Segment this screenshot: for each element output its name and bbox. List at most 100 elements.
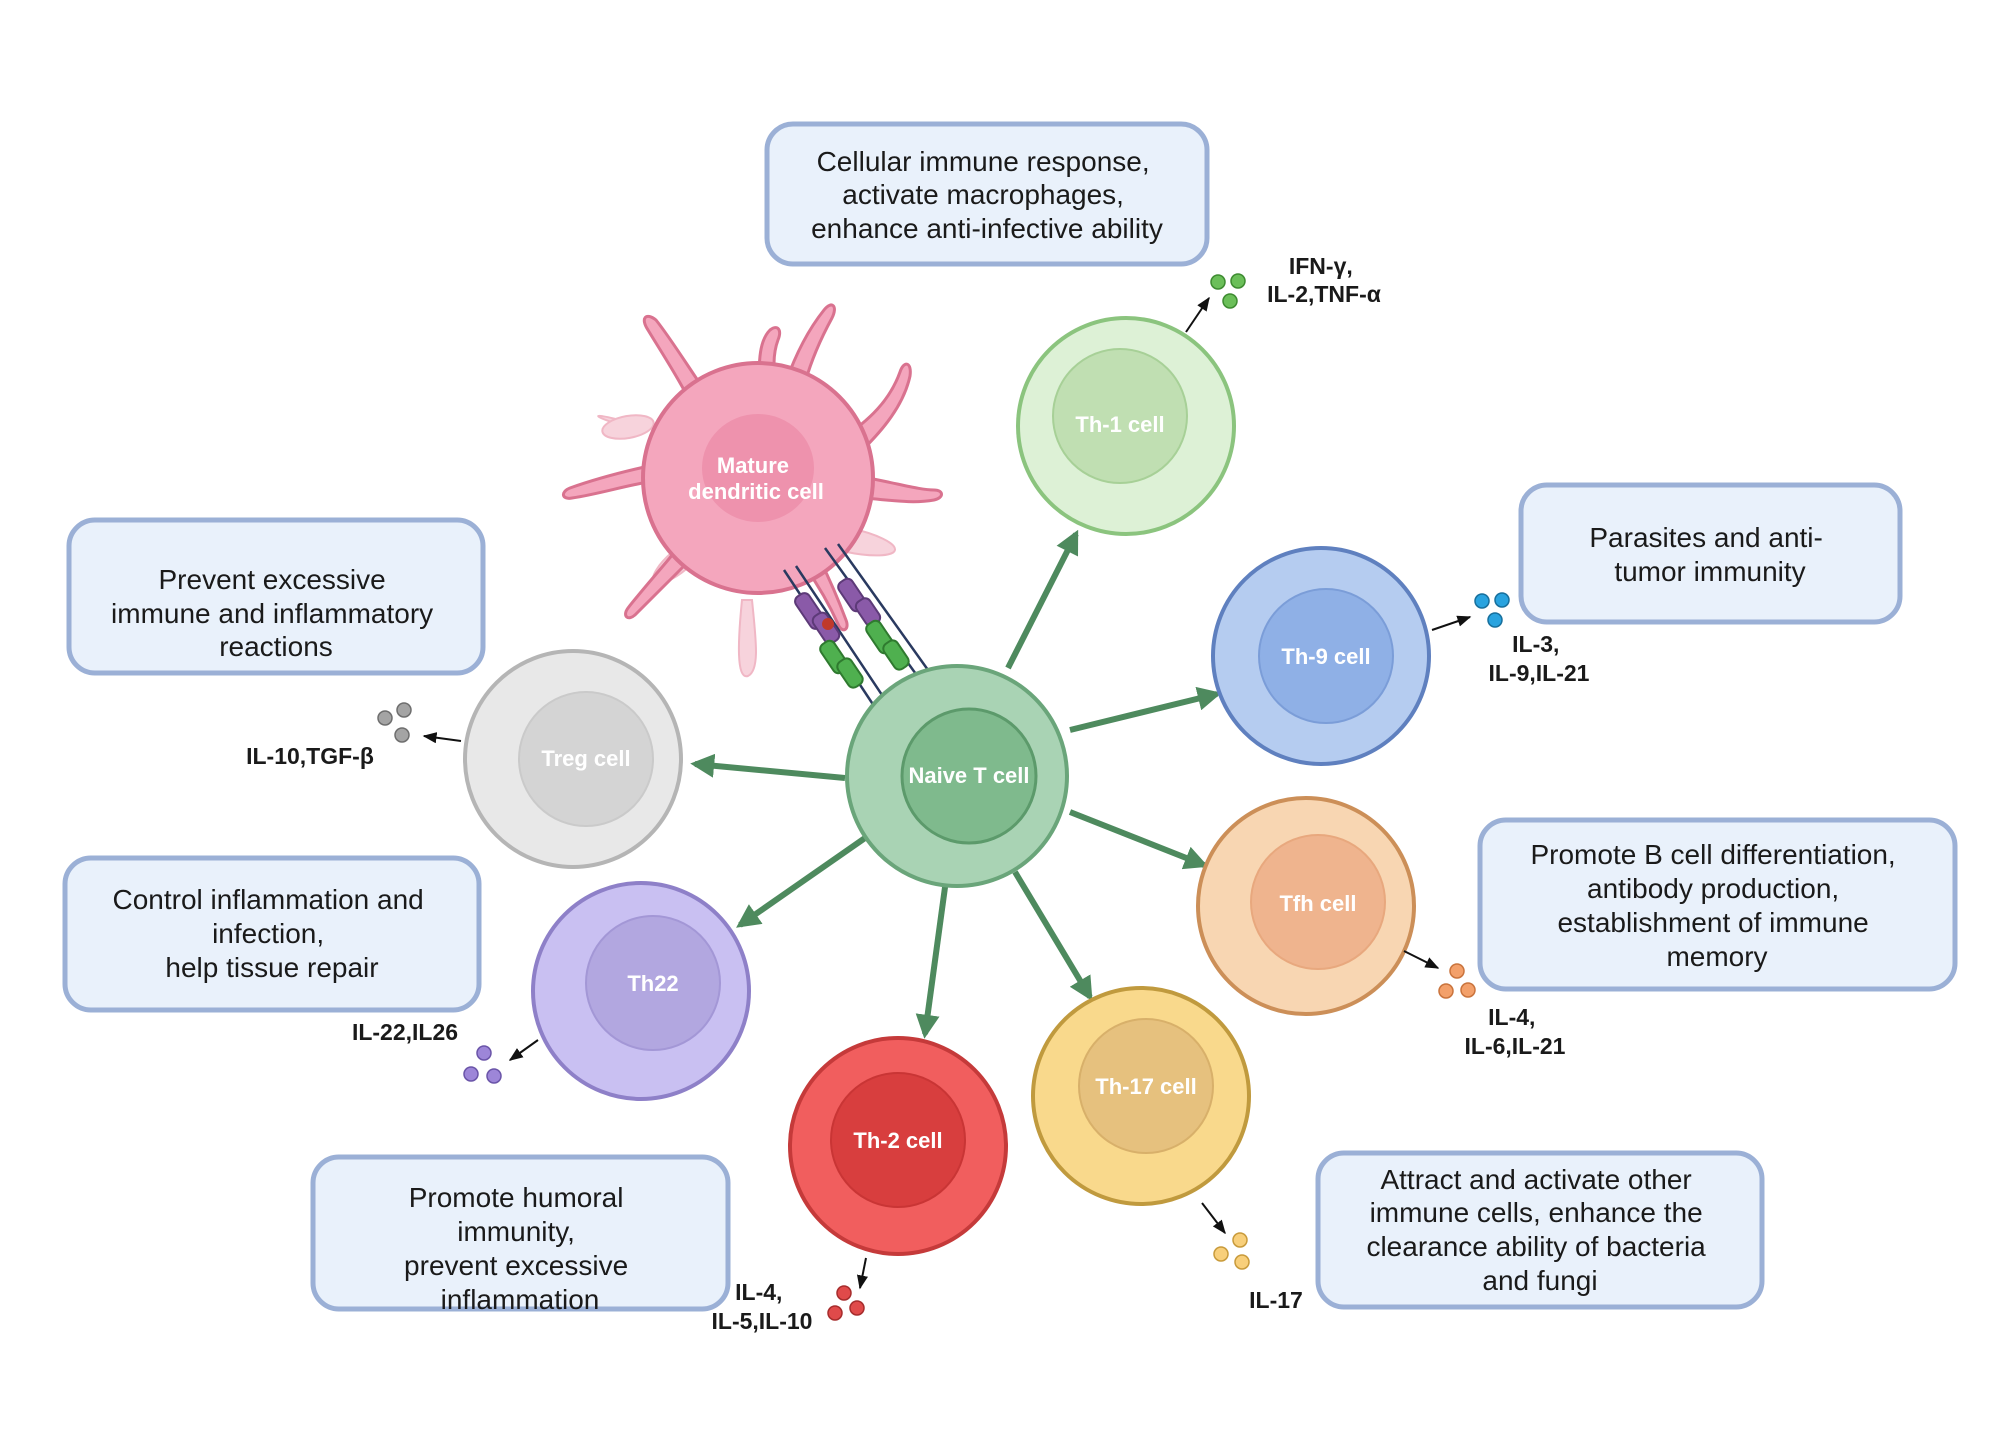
box-th9-line: Parasites and anti- [1589, 522, 1822, 553]
cytokine-dot [377, 710, 393, 726]
svg-text:Attract and activate other: Attract and activate other immune cells,… [1366, 1164, 1713, 1296]
svg-text:Mature dendritic cell: Mature dendritic cell [688, 453, 824, 504]
th2-cell: Th-2 cell [788, 1036, 1008, 1256]
box-treg: Prevent excessive immune and inflammator… [66, 517, 486, 676]
cytokine-dot [827, 1305, 843, 1321]
box-tfh-line: establishment of immune [1557, 907, 1868, 938]
box-th1-line: Cellular immune response, [817, 146, 1150, 177]
tcr-mhc-receptor-complex [782, 543, 940, 716]
arrow-to-tfh [1068, 809, 1209, 870]
box-treg-line: reactions [219, 631, 333, 662]
box-th17-line: clearance ability of bacteria [1366, 1231, 1706, 1262]
box-th2: Promote humoral immunity, prevent excess… [310, 1154, 731, 1315]
th17-cell: Th-17 cell [1031, 986, 1251, 1206]
cytokine-dot [1232, 1232, 1248, 1248]
box-tfh-line: antibody production, [1587, 873, 1839, 904]
arrow-to-treg [690, 753, 846, 781]
treg-cell-label: Treg cell [541, 746, 630, 771]
th1-cytokine-text: IFN-γ, [1289, 253, 1353, 279]
svg-text:IL-3, IL-9,IL-21: IL-3, IL-9,IL-21 [1489, 631, 1590, 686]
box-th2-line: inflammation [441, 1284, 600, 1315]
th1-cytokine-text: IL-2,TNF-α [1267, 281, 1381, 307]
cytokine-dot [476, 1045, 492, 1061]
th2-cytokines: IL-4, IL-5,IL-10 [712, 1257, 868, 1334]
th22-cell: Th22 [531, 881, 751, 1101]
cytokine-dot [1474, 593, 1490, 609]
arrow-to-th1 [1005, 529, 1079, 670]
cytokine-dot [1234, 1254, 1250, 1270]
naive-t-cell-label: Naive T cell [908, 763, 1029, 788]
cytokine-dot [394, 727, 410, 743]
cytokine-dot [1449, 963, 1465, 979]
box-th2-line: prevent excessive [404, 1250, 628, 1281]
th9-cytokine-text: IL-9,IL-21 [1489, 660, 1590, 686]
th17-cytokine-text: IL-17 [1249, 1287, 1303, 1313]
box-th22-line: infection, [212, 918, 324, 949]
th9-cytokines: IL-3, IL-9,IL-21 [1431, 592, 1590, 686]
cytokine-dot [486, 1068, 502, 1084]
box-th9-line: tumor immunity [1614, 556, 1805, 587]
th22-cytokine-text: IL-22,IL26 [352, 1019, 458, 1045]
box-th1-line: enhance anti-infective ability [811, 213, 1163, 244]
box-tfh-line: Promote B cell differentiation, [1530, 839, 1895, 870]
treg-cell: Treg cell [463, 649, 683, 869]
cytokine-dot [836, 1285, 852, 1301]
th17-cytokines: IL-17 [1201, 1202, 1303, 1313]
th22-cell-label: Th22 [627, 971, 678, 996]
th9-cell: Th-9 cell [1211, 546, 1431, 766]
box-th17-line: immune cells, enhance the [1370, 1197, 1703, 1228]
tfh-cell: Tfh cell [1196, 796, 1416, 1016]
th1-cell-label: Th-1 cell [1075, 412, 1164, 437]
svg-text:IL-4, IL-5,IL-10: IL-4, IL-5,IL-10 [712, 1279, 813, 1334]
svg-text:Cellular immune response,: Cellular immune response, activate macro… [811, 146, 1163, 244]
cytokine-dot [1222, 293, 1238, 309]
box-th2-line: Promote humoral [409, 1182, 624, 1213]
svg-text:IFN-γ, IL-2,TNF-α: IFN-γ, IL-2,TNF-α [1267, 253, 1381, 307]
box-th1-line: activate macrophages, [842, 179, 1124, 210]
cytokine-dot [849, 1300, 865, 1316]
cytokine-dot [1213, 1246, 1229, 1262]
box-th2-line: immunity, [457, 1216, 575, 1247]
box-th22: Control inflammation and infection, help… [62, 855, 482, 1013]
svg-text:IL-4, IL-6,IL-21: IL-4, IL-6,IL-21 [1465, 1004, 1566, 1059]
cytokine-dot [1494, 592, 1510, 608]
th2-cytokine-text: IL-4, [735, 1279, 782, 1305]
tfh-cytokine-text: IL-4, [1488, 1004, 1535, 1030]
th17-cell-label: Th-17 cell [1095, 1074, 1196, 1099]
cytokine-dot [1210, 274, 1226, 290]
box-th1: Cellular immune response, activate macro… [764, 121, 1210, 267]
box-th9: Parasites and anti- tumor immunity [1518, 482, 1903, 625]
differentiation-arrows [690, 529, 1222, 1039]
th9-cytokine-text: IL-3, [1512, 631, 1559, 657]
arrow-to-th9 [1069, 686, 1222, 733]
treg-cytokine-text: IL-10,TGF-β [246, 743, 374, 769]
box-treg-line: immune and inflammatory [111, 598, 433, 629]
mature-dendritic-cell: Mature dendritic cell [562, 303, 943, 678]
arrow-to-th22 [736, 835, 867, 928]
box-th17: Attract and activate other immune cells,… [1315, 1150, 1765, 1310]
arrow-to-th17 [1012, 870, 1093, 1002]
cytokine-dot [1460, 982, 1476, 998]
th9-cell-label: Th-9 cell [1281, 644, 1370, 669]
dendritic-cell-label: Mature [717, 453, 789, 478]
th1-cell: Th-1 cell [1016, 316, 1236, 536]
th2-cytokine-text: IL-5,IL-10 [712, 1308, 813, 1334]
tfh-cytokine-text: IL-6,IL-21 [1465, 1033, 1566, 1059]
svg-text:Promote humoral immunity: Promote humoral immunity, prevent excess… [404, 1182, 636, 1315]
box-tfh: Promote B cell differentiation, antibody… [1477, 817, 1958, 992]
box-th22-line: help tissue repair [165, 952, 378, 983]
box-th17-line: Attract and activate other [1380, 1164, 1691, 1195]
tfh-cytokines: IL-4, IL-6,IL-21 [1403, 950, 1566, 1059]
cytokine-dot [1230, 273, 1246, 289]
th1-cytokines: IFN-γ, IL-2,TNF-α [1185, 253, 1381, 333]
box-tfh-line: memory [1666, 941, 1767, 972]
svg-text:Control inflammation and: Control inflammation and infection, help… [112, 884, 431, 983]
dendritic-cell-label: dendritic cell [688, 479, 824, 504]
box-th17-line: and fungi [1482, 1265, 1597, 1296]
cytokine-dot [396, 702, 412, 718]
cytokine-dot [1438, 983, 1454, 999]
th2-cell-label: Th-2 cell [853, 1128, 942, 1153]
svg-text:Promote B cell differentiation: Promote B cell differentiation, antibody… [1530, 839, 1903, 972]
svg-text:Parasites and anti- tumo: Parasites and anti- tumor immunity [1589, 522, 1830, 587]
